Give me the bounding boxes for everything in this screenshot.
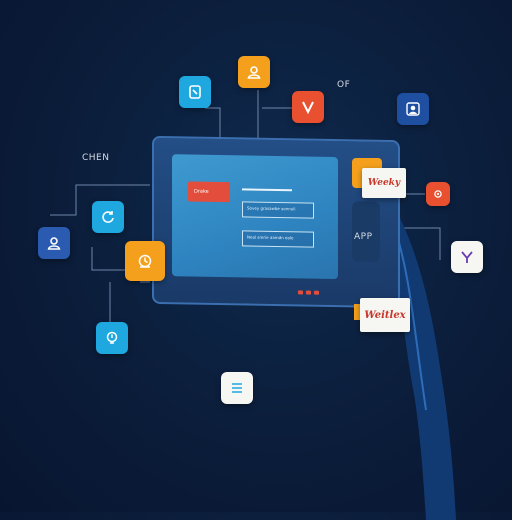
gear-icon[interactable]: [426, 182, 450, 206]
screen-action-button[interactable]: Drake: [188, 181, 230, 203]
letter-y-icon[interactable]: [451, 241, 483, 273]
status-led: [298, 290, 303, 295]
screen-text-field-2[interactable]: Neal srerie aamdn eole: [242, 230, 314, 248]
user-icon[interactable]: [38, 227, 70, 259]
orange-tab: [354, 304, 362, 320]
document-icon[interactable]: [179, 76, 211, 108]
button-label: Drake: [194, 188, 209, 195]
screen-text-field-1[interactable]: Sovey grasawbe sonnuli: [242, 201, 314, 219]
app-label: APP: [354, 232, 373, 242]
field-2-text: Neal srerie aamdn eole: [247, 234, 294, 241]
status-led: [314, 290, 319, 295]
brand-card-2-text: Weitlex: [364, 309, 406, 321]
tablet-screen: Drake Sovey grasawbe sonnuli Neal srerie…: [172, 154, 338, 280]
letter-v-icon[interactable]: [292, 91, 324, 123]
user-icon[interactable]: [238, 56, 270, 88]
refresh-icon[interactable]: [92, 201, 124, 233]
menu-icon[interactable]: [221, 372, 253, 404]
lightbulb-icon[interactable]: [96, 322, 128, 354]
top-left-label: CHEN: [82, 153, 110, 163]
status-led: [306, 290, 311, 295]
brand-card-1[interactable]: Weeky: [362, 168, 406, 198]
brand-card-2[interactable]: Weitlex: [360, 298, 410, 332]
screen-heading-bar: [242, 188, 292, 192]
field-1-text: Sovey grasawbe sonnuli: [247, 205, 296, 212]
top-right-label: OF: [337, 80, 351, 90]
clock-icon[interactable]: [125, 241, 165, 281]
user-icon[interactable]: [397, 93, 429, 125]
brand-card-1-text: Weeky: [367, 178, 401, 188]
